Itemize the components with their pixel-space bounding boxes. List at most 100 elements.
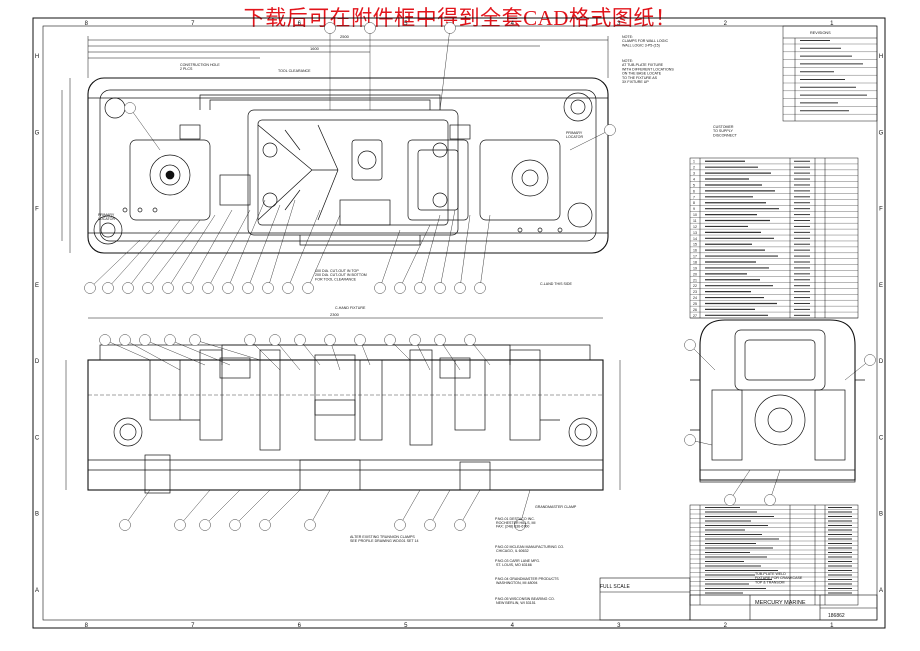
part-balloon (374, 282, 386, 294)
part-balloon (139, 334, 151, 346)
zone-label-top: 8 (85, 21, 89, 27)
label-grandmaster-clamp: GRANDMASTER CLAMP (535, 505, 577, 509)
part-balloon (99, 334, 111, 346)
zone-label-top: 3 (617, 21, 621, 27)
part-balloon (174, 519, 186, 531)
part-balloon (394, 282, 406, 294)
part-balloon (222, 282, 234, 294)
zone-label-top: 6 (298, 21, 302, 27)
bom-row-number: 16 (693, 249, 697, 253)
part-balloon (474, 282, 486, 294)
part-balloon (304, 519, 316, 531)
title-company: MERCURY MARINE (755, 600, 806, 606)
part-balloon (384, 334, 396, 346)
zone-label-left: F (35, 207, 39, 213)
zone-label-left: D (35, 359, 40, 365)
zone-label-right: C (879, 435, 884, 441)
top-view-fixture-plate (87, 77, 609, 254)
bom-row-number: 21 (693, 278, 697, 282)
zone-label-right: B (879, 512, 883, 518)
label-c-land: C-LAND THIS SIDE (540, 282, 572, 286)
zone-label-left: H (35, 54, 39, 60)
bom-row-number: 5 (693, 183, 695, 187)
bom-row-number: 25 (693, 302, 697, 306)
top-dimension-lines (61, 36, 609, 253)
zone-label-bottom: 7 (191, 623, 195, 629)
bom-row-number: 9 (693, 207, 695, 211)
part-balloon (142, 282, 154, 294)
part-balloon (454, 519, 466, 531)
zone-label-bottom: 2 (724, 623, 728, 629)
zone-label-bottom: 6 (298, 623, 302, 629)
zone-label-right: H (879, 54, 883, 60)
front-view-fixture (87, 344, 604, 494)
zone-label-bottom: 3 (617, 623, 621, 629)
vendor-entry: P.NO-04 GRANDMASTER PRODUCTS WASHINGTON,… (495, 577, 559, 585)
zone-label-right: E (879, 283, 883, 289)
part-balloon (724, 494, 736, 506)
part-balloon (84, 282, 96, 294)
revision-heading: REVISIONS (810, 31, 831, 35)
part-balloon (102, 282, 114, 294)
zone-label-bottom: 4 (511, 623, 515, 629)
vendor-entry: P.NO-02 MCLEAN MANUFACTURING CO. CHICAGO… (495, 545, 564, 553)
balloon-leaders (84, 22, 876, 531)
bom-row-number: 7 (693, 195, 695, 199)
lifting-eye-left (113, 417, 143, 447)
drawing-number: 186862 (828, 613, 845, 619)
vendor-entry: P.NO-03 CARR LANE MFG. ST. LOUIS, MO 631… (495, 559, 540, 567)
part-balloon (414, 282, 426, 294)
primary-locator-left (93, 215, 123, 245)
lifting-eye-right (568, 417, 598, 447)
part-balloon (684, 339, 696, 351)
full-scale-label: FULL SCALE (600, 584, 630, 590)
part-balloon (294, 334, 306, 346)
label-c-hand-fixture: C-HAND FIXTURE (335, 306, 366, 310)
bom-row-number: 26 (693, 308, 697, 312)
part-balloon (444, 22, 456, 34)
part-balloon (262, 282, 274, 294)
zone-label-top: 2 (724, 21, 728, 27)
part-balloon (162, 282, 174, 294)
part-balloon (354, 334, 366, 346)
label-tool-clearance: TOOL CLEARANCE (278, 69, 311, 73)
part-balloon (864, 354, 876, 366)
bom-row-number: 23 (693, 290, 697, 294)
bom-row-number: 18 (693, 260, 697, 264)
part-balloon (244, 334, 256, 346)
part-balloon (604, 124, 616, 136)
bom-row-number: 8 (693, 201, 695, 205)
zone-label-bottom: 8 (85, 623, 89, 629)
part-balloon (764, 494, 776, 506)
part-balloon (409, 334, 421, 346)
zone-label-right: A (879, 588, 883, 594)
zone-label-left: C (35, 435, 40, 441)
dim-1600: 1600 (310, 46, 320, 51)
bom-row-number: 20 (693, 272, 697, 276)
zone-label-left: B (35, 512, 39, 518)
bom-row-number: 13 (693, 231, 697, 235)
bom-row-number: 1 (693, 160, 695, 164)
dim-2500: 2500 (340, 34, 350, 39)
dim-2300: 2300 (330, 312, 340, 317)
part-balloon (229, 519, 241, 531)
part-balloon (119, 519, 131, 531)
zone-label-right: G (879, 130, 884, 136)
part-balloon (199, 519, 211, 531)
zone-label-top: 7 (191, 21, 195, 27)
part-balloon (259, 519, 271, 531)
side-view-fixture (690, 319, 865, 483)
bom-row-number: 27 (693, 314, 697, 318)
bom-row-number: 24 (693, 296, 697, 300)
part-balloon (364, 22, 376, 34)
part-balloon (164, 334, 176, 346)
zone-label-right: D (879, 359, 884, 365)
bom-row-number: 6 (693, 189, 695, 193)
part-balloon (434, 282, 446, 294)
